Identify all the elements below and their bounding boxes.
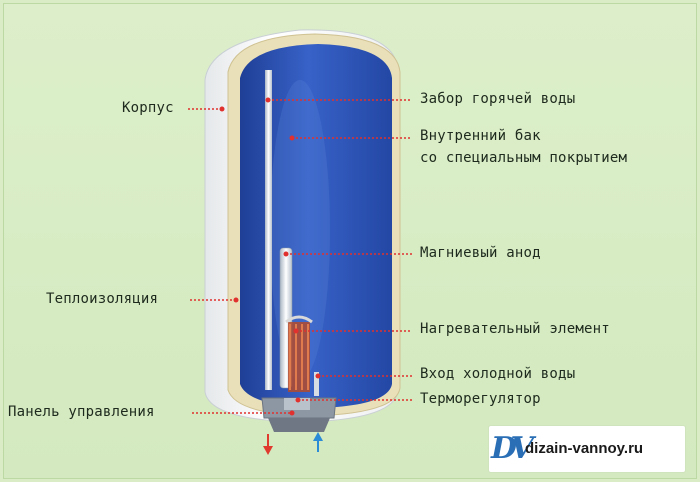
cold-water-arrow [313, 432, 323, 452]
logo-mark: DV [491, 431, 534, 466]
control-panel-bottom [268, 418, 330, 432]
label-vhod: Вход холодной воды [420, 366, 576, 382]
label-bak-line2: со специальным покрытием [420, 150, 628, 166]
site-logo [489, 426, 685, 472]
label-termoregulyator: Терморегулятор [420, 391, 541, 407]
thermostat-block [284, 398, 310, 410]
hot-water-arrow [263, 434, 273, 455]
hot-water-tube [265, 70, 272, 390]
label-teploizolyatsiya: Теплоизоляция [46, 291, 159, 307]
label-zabor: Забор горячей воды [420, 91, 576, 107]
label-bak-line1: Внутренний бак [420, 128, 541, 144]
label-nagrev: Нагревательный элемент [420, 321, 610, 337]
cold-water-pipe [314, 372, 319, 396]
heating-element-graphic [285, 315, 313, 392]
label-panel: Панель управления [8, 404, 155, 420]
leader-lines [188, 99, 412, 414]
label-korpus: Корпус [122, 100, 174, 116]
leader-dots [219, 97, 321, 416]
label-anod: Магниевый анод [420, 245, 541, 261]
logo-text: dizain-vannoy.ru [525, 440, 644, 457]
inner-tank [240, 44, 392, 408]
